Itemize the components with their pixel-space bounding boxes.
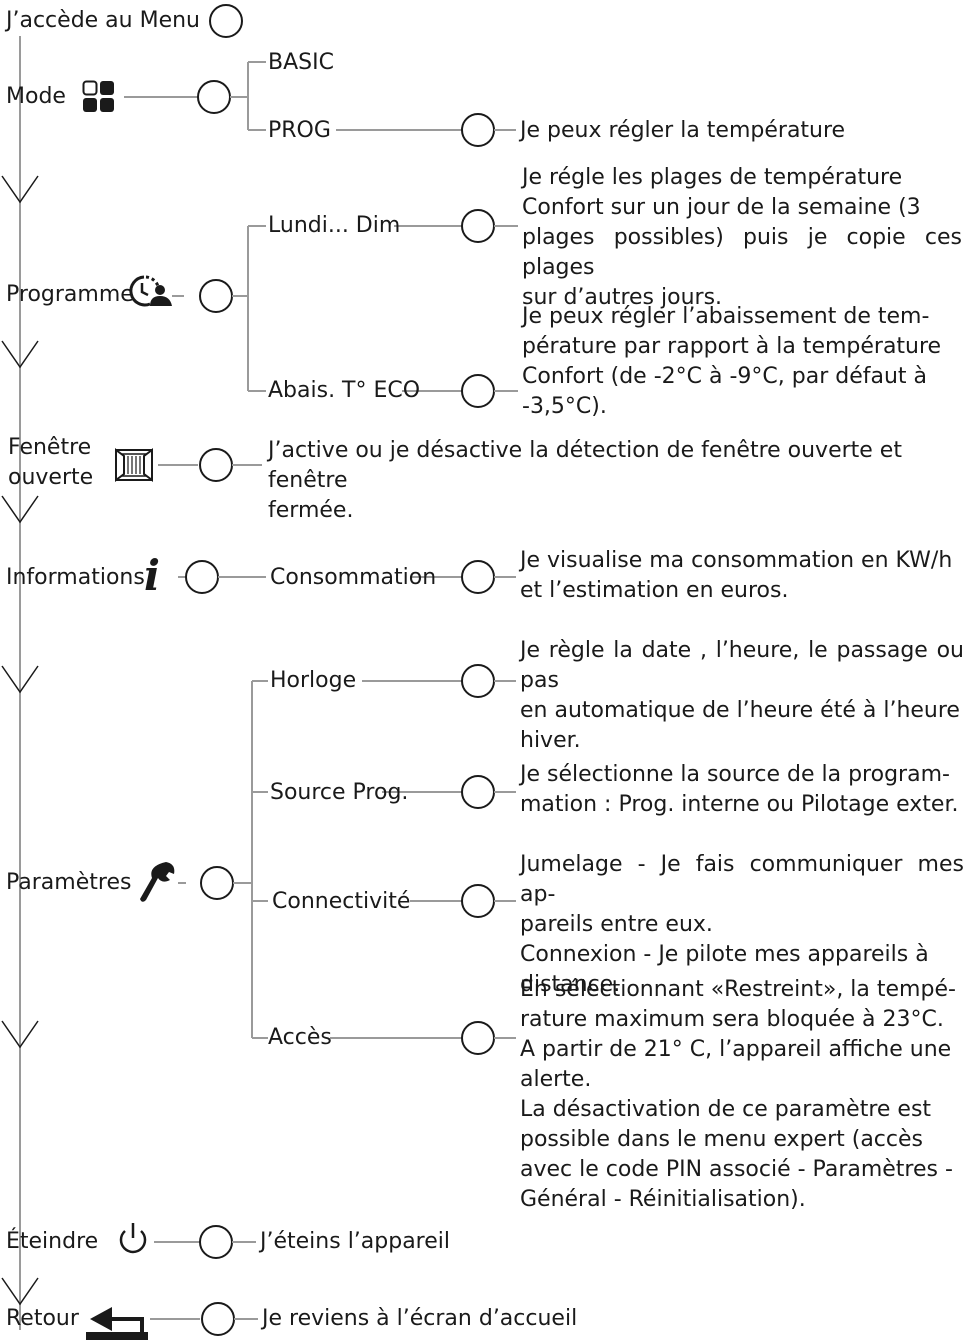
desc-connectivite: Jumelage - Je fais communiquer mes ap- p…: [520, 852, 964, 997]
horloge-circle: [461, 664, 495, 698]
option-connectivite: Connectivité: [272, 889, 411, 914]
label-retour: Retour: [6, 1306, 79, 1331]
option-lundi-dim: Lundi... Dim: [268, 213, 401, 238]
desc-abais-eco: Je peux régler l’abaissement de tem- pér…: [522, 304, 942, 419]
title-circle: [209, 4, 243, 38]
option-abais-eco: Abais. T° ECO: [268, 378, 421, 403]
label-eteindre: Éteindre: [6, 1229, 99, 1254]
desc-fenetre: J’active ou je désactive la détection de…: [268, 438, 902, 523]
label-fenetre-line1: Fenêtre: [8, 435, 92, 460]
acces-circle: [461, 1021, 495, 1055]
option-acces: Accès: [268, 1025, 332, 1050]
consommation-circle: [461, 560, 495, 594]
connectivite-circle: [461, 884, 495, 918]
desc-horloge: Je règle la date , l’heure, le passage o…: [520, 638, 964, 753]
return-icon: [86, 1307, 148, 1340]
desc-retour: Je reviens à l’écran d’accueil: [262, 1306, 578, 1331]
info-icon: i: [144, 551, 160, 600]
mode-grid-icon: [82, 80, 114, 112]
power-icon: [119, 1223, 147, 1254]
label-programme: Programme: [6, 282, 134, 307]
window-icon: [115, 448, 153, 482]
option-horloge: Horloge: [270, 668, 357, 693]
desc-source-prog: Je sélectionne la source de la program- …: [520, 762, 959, 817]
option-consommation: Consommation: [270, 565, 437, 590]
menu-title: J’accède au Menu: [6, 8, 201, 33]
eco-circle: [461, 374, 495, 408]
flow-chevron-3: [1, 495, 39, 524]
label-mode: Mode: [6, 84, 66, 109]
lundi-circle: [461, 209, 495, 243]
informations-circle: [185, 560, 219, 594]
prog-circle: [461, 113, 495, 147]
eteindre-circle: [199, 1225, 233, 1259]
schedule-person-icon: [129, 275, 172, 307]
label-informations: Informations: [6, 565, 145, 590]
desc-lundi-dim: Je régle les plages de température Confo…: [522, 165, 962, 310]
parametres-circle: [200, 866, 234, 900]
flow-chevron-6: [1, 1277, 39, 1306]
desc-acces: En sélectionnant «Restreint», la tempé- …: [520, 977, 956, 1212]
wrench-icon: [140, 862, 175, 902]
desc-eteindre: J’éteins l’appareil: [260, 1229, 451, 1254]
desc-consommation: Je visualise ma consommation en KW/h et …: [520, 548, 953, 603]
programme-circle: [199, 279, 233, 313]
option-prog: PROG: [268, 118, 331, 143]
desc-prog: Je peux régler la température: [520, 118, 846, 143]
flow-chevron-5: [1, 1020, 39, 1049]
label-fenetre-line2: ouverte: [8, 465, 94, 490]
flow-chevron-2: [1, 340, 39, 369]
option-source-prog: Source Prog.: [270, 780, 409, 805]
flow-chevron-4: [1, 665, 39, 694]
fenetre-circle: [199, 448, 233, 482]
option-basic: BASIC: [268, 50, 334, 75]
label-parametres: Paramètres: [6, 870, 132, 895]
flow-chevron-1: [1, 175, 39, 204]
mode-circle: [197, 80, 231, 114]
source-prog-circle: [461, 775, 495, 809]
retour-circle: [201, 1302, 235, 1336]
